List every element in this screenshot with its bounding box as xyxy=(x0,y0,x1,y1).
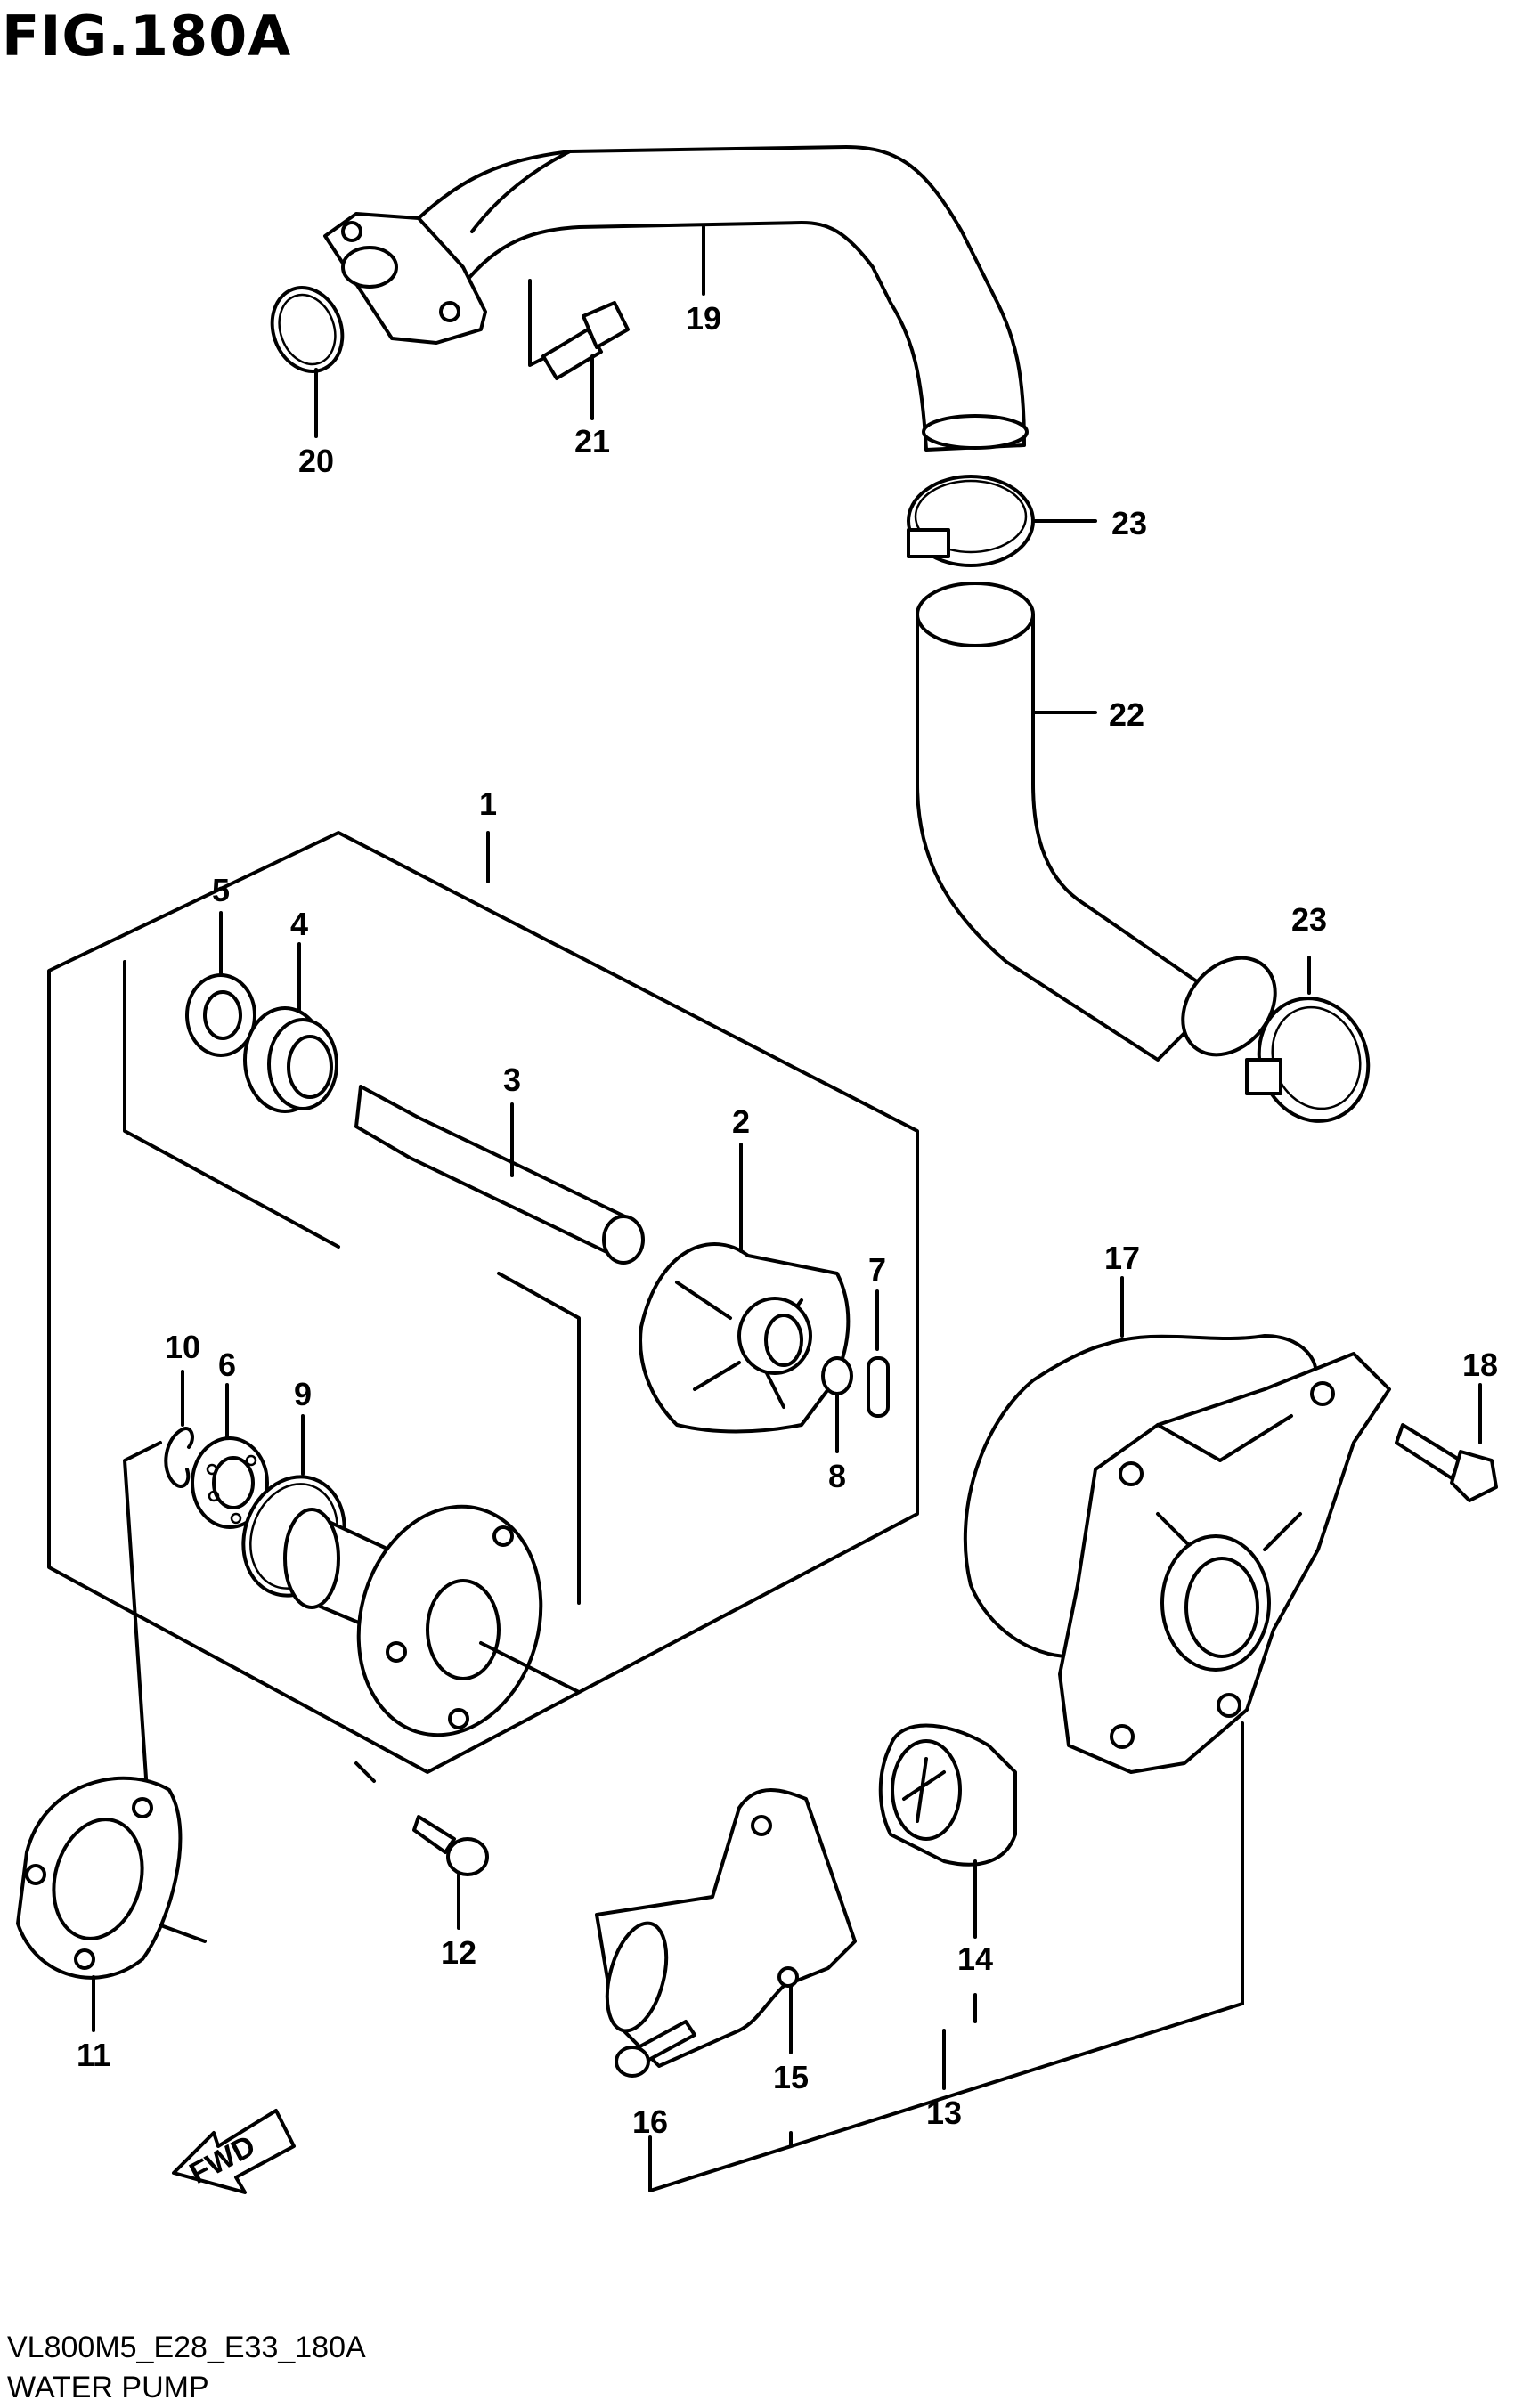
pump-cover-housing xyxy=(1058,1352,1391,2005)
callout-9: 9 xyxy=(294,1376,312,1412)
part-1-water-pump-assembly-outline xyxy=(47,831,919,1943)
figure-code: VL800M5_E28_E33_180A xyxy=(7,2331,366,2364)
figure-name: WATER PUMP xyxy=(7,2371,209,2404)
part-15-thermostat-cover xyxy=(595,1788,857,2068)
callout-4: 4 xyxy=(290,906,308,942)
part-13-assembly-bracket xyxy=(648,1993,1244,2192)
callout-12: 12 xyxy=(441,1934,476,1971)
part-5-oil-seal xyxy=(185,911,256,1057)
callout-19: 19 xyxy=(686,300,721,337)
callout-23a: 23 xyxy=(1111,505,1147,541)
callout-20: 20 xyxy=(298,443,334,479)
callout-5: 5 xyxy=(212,872,230,908)
callout-10: 10 xyxy=(165,1329,200,1365)
callout-2: 2 xyxy=(732,1103,750,1140)
callout-23b: 23 xyxy=(1291,901,1327,938)
part-20-o-ring xyxy=(270,286,345,438)
callout-17: 17 xyxy=(1104,1240,1140,1276)
forward-arrow-icon: FWD xyxy=(172,2109,296,2194)
callout-labels: 1 2 3 4 5 6 7 8 9 10 11 12 13 14 15 16 1… xyxy=(77,300,1498,2140)
part-8-washer xyxy=(821,1356,853,1453)
part-4-mechanical-seal xyxy=(243,942,338,1113)
part-6-bearing xyxy=(191,1383,269,1529)
callout-18: 18 xyxy=(1462,1346,1498,1383)
callout-14: 14 xyxy=(957,1940,993,1977)
callout-16: 16 xyxy=(632,2103,668,2140)
callout-13: 13 xyxy=(926,2095,962,2131)
part-19-water-pipe xyxy=(323,145,1029,452)
callout-21: 21 xyxy=(574,423,610,460)
callout-6: 6 xyxy=(218,1346,236,1383)
part-23-hose-clamp-upper xyxy=(907,475,1097,567)
part-3-shaft xyxy=(354,1085,645,1265)
callout-15: 15 xyxy=(773,2059,809,2095)
callout-7: 7 xyxy=(868,1251,886,1288)
part-23-hose-clamp-lower xyxy=(1245,956,1371,1123)
part-10-circlip xyxy=(164,1370,194,1488)
part-22-water-hose xyxy=(916,582,1277,1062)
part-7-pin xyxy=(867,1289,890,1418)
part-12-screw xyxy=(412,1815,489,1930)
part-14-thermostat xyxy=(878,1723,1017,1939)
part-21-bolt xyxy=(541,301,630,420)
pump-case xyxy=(283,1504,581,1737)
callout-8: 8 xyxy=(828,1458,846,1494)
part-11-gasket xyxy=(16,1776,183,2032)
part-16-bolt xyxy=(615,2020,696,2078)
callout-22: 22 xyxy=(1109,696,1144,733)
callout-3: 3 xyxy=(503,1062,521,1098)
part-2-impeller xyxy=(639,1143,851,1434)
part-18-bolt xyxy=(1395,1383,1498,1502)
callout-1: 1 xyxy=(479,785,497,822)
figure-title: FIG.180A xyxy=(2,4,292,69)
callout-11: 11 xyxy=(77,2037,110,2073)
